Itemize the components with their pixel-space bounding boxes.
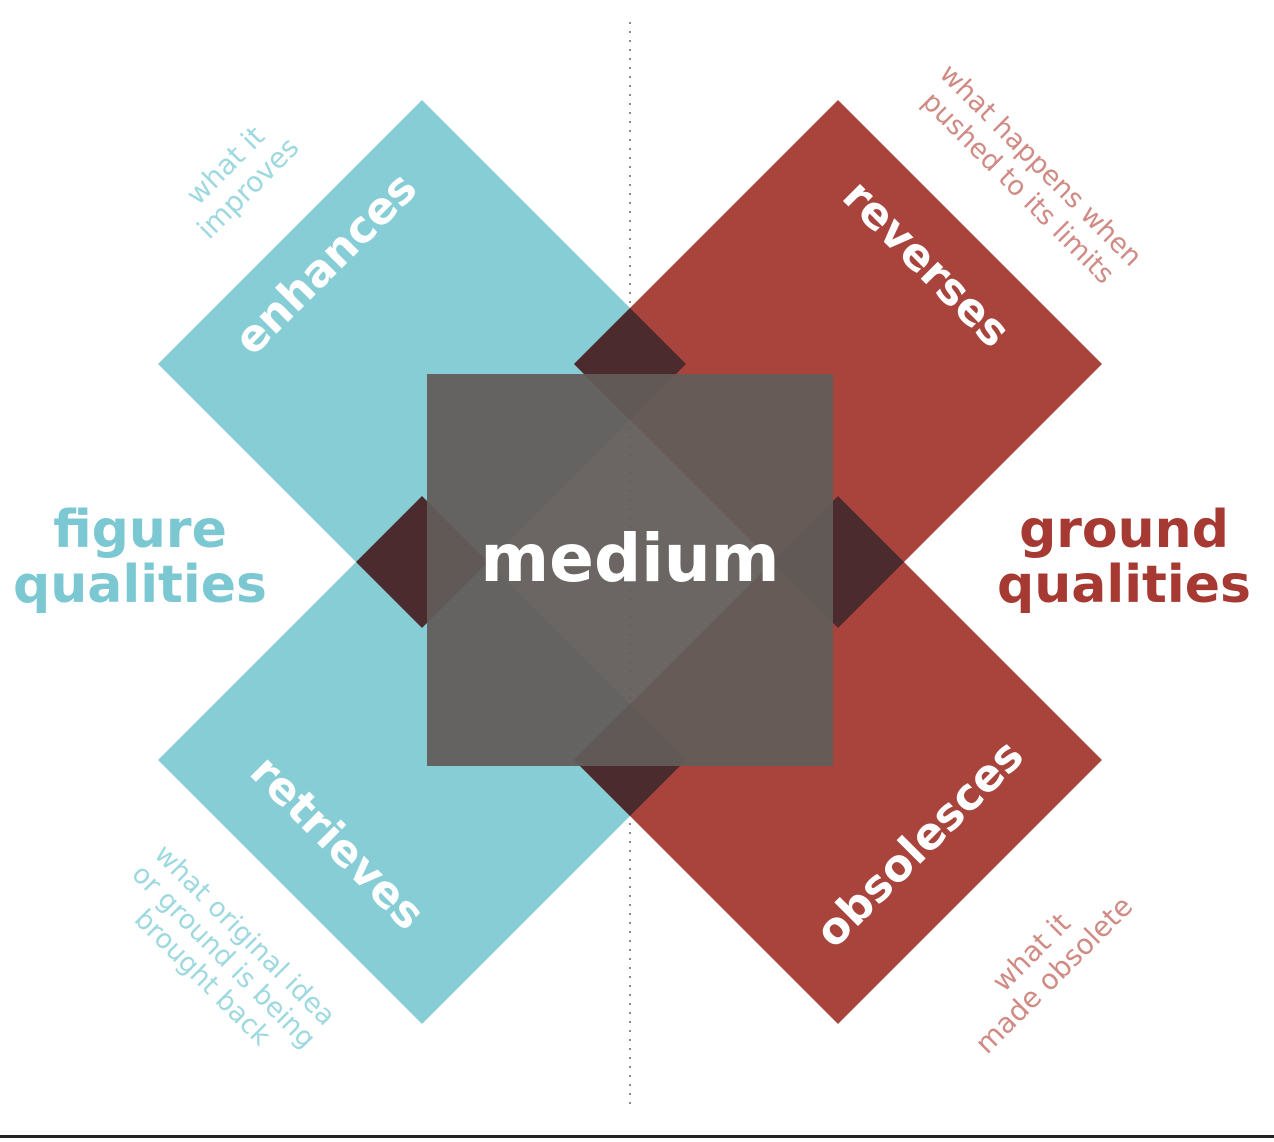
figure-qualities-heading-line-2: qualities	[13, 555, 267, 615]
bottom-rule	[0, 1135, 1274, 1138]
medium-box	[427, 374, 833, 766]
ground-qualities-heading-line-1: ground	[1019, 500, 1229, 560]
ground-qualities-heading-line-2: qualities	[997, 555, 1251, 615]
medium-label: medium	[480, 520, 779, 597]
figure-qualities-heading-line-1: figure	[53, 500, 227, 560]
